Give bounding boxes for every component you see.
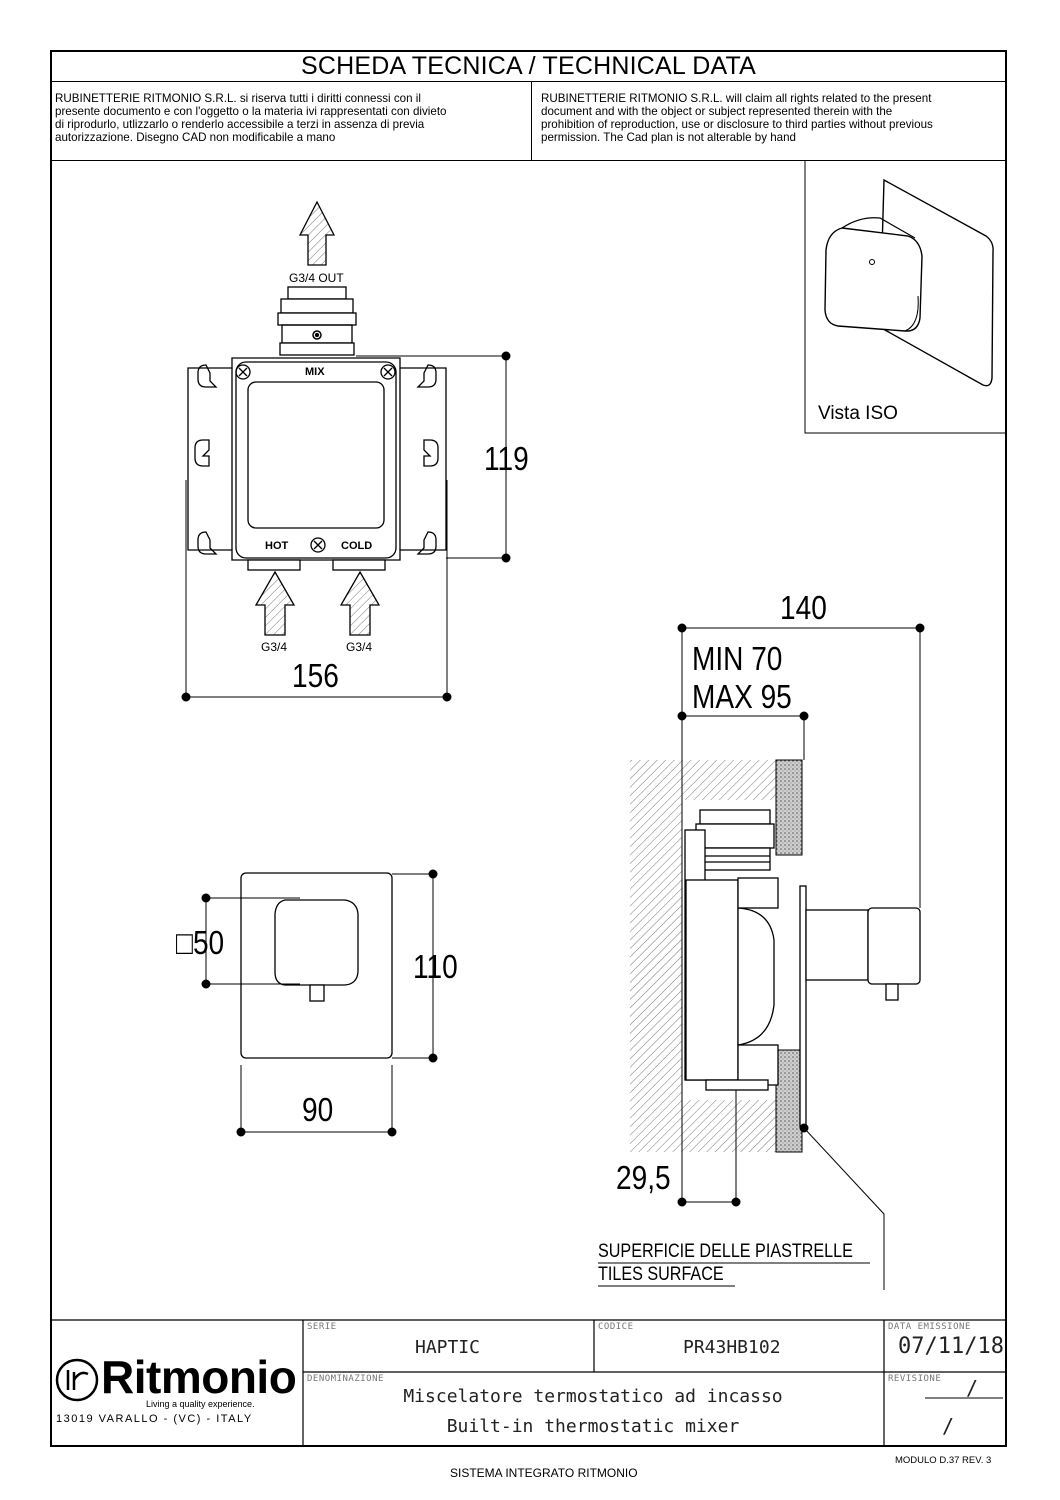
max-depth-label: MAX 95 <box>692 678 792 715</box>
codice-value: PR43HB102 <box>683 1337 781 1358</box>
section-dimensions <box>598 623 925 1290</box>
modulo-label: MODULO D.37 REV. 3 <box>895 1455 992 1466</box>
codice-label: CODICE <box>598 1322 634 1332</box>
legal-en-line: permission. The Cad plan is not alterabl… <box>541 131 797 144</box>
front-dimensions <box>181 351 511 702</box>
handle-dimension-50: □50 <box>176 924 225 961</box>
plate-height-dimension: 110 <box>413 948 458 985</box>
serie-value: HAPTIC <box>415 1337 481 1358</box>
legal-divider <box>531 81 532 160</box>
height-dimension-119: 119 <box>484 440 529 477</box>
min-depth-label: MIN 70 <box>692 640 783 677</box>
inlet-cold-label: G3/4 <box>346 640 373 654</box>
inlet-hot-label: G3/4 <box>261 640 288 654</box>
header-divider <box>50 160 1007 161</box>
screw-icon <box>235 364 396 553</box>
description-it: Miscelatore termostatico ad incasso <box>403 1386 783 1407</box>
title-block-grid <box>50 1319 1007 1447</box>
brand-tagline: Living a quality experience. <box>146 1399 255 1409</box>
data-emissione-value: 07/11/18 <box>898 1334 1004 1359</box>
revisione-label: REVISIONE <box>888 1374 942 1384</box>
denominazione-label: DENOMINAZIONE <box>307 1374 384 1384</box>
depth-dimension-140: 140 <box>780 589 827 626</box>
data-emissione-label: DATA EMISSIONE <box>888 1322 971 1332</box>
serie-label: SERIE <box>307 1322 337 1332</box>
title-divider <box>50 81 1007 82</box>
offset-dimension: 29,5 <box>616 1159 671 1196</box>
drawing-frame <box>50 50 1007 1447</box>
description-en: Built-in thermostatic mixer <box>446 1416 740 1437</box>
legal-notice-en: RUBINETTERIE RITMONIO S.R.L. will claim … <box>541 92 933 144</box>
sheet-title: SCHEDA TECNICA / TECHNICAL DATA <box>301 52 756 80</box>
company-address: 13019 VARALLO - (VC) - ITALY <box>56 1413 253 1425</box>
legal-it-line: presente documento e con l'oggetto o la … <box>55 105 447 118</box>
mix-label: MIX <box>305 366 325 378</box>
hot-label: HOT <box>265 540 289 552</box>
ritmonio-logo-icon <box>55 1358 99 1402</box>
legal-en-line: prohibition of reproduction, use or disc… <box>541 118 933 131</box>
legal-en-line: RUBINETTERIE RITMONIO S.R.L. will claim … <box>541 92 932 105</box>
brand-logo-text: Ritmonio <box>101 1351 297 1403</box>
front-view <box>187 200 447 636</box>
legal-en-line: document and with the object or subject … <box>541 105 893 118</box>
iso-view <box>804 160 1007 434</box>
width-dimension-156: 156 <box>292 657 339 694</box>
legal-notice-it: RUBINETTERIE RITMONIO S.R.L. si riserva … <box>55 92 446 144</box>
outlet-label: G3/4 OUT <box>289 271 344 285</box>
revisione-value: / <box>966 1376 979 1400</box>
sistema-label: SISTEMA INTEGRATO RITMONIO <box>450 1466 638 1480</box>
legal-it-line: autorizzazione. Disegno CAD non modifica… <box>55 131 336 144</box>
plate-width-dimension: 90 <box>302 1091 334 1128</box>
section-view <box>630 759 921 1153</box>
plate-view <box>240 872 393 1059</box>
cold-label: COLD <box>341 540 373 552</box>
legal-it-line: di riprodurlo, utlizzarlo o renderlo acc… <box>55 118 425 131</box>
legal-it-line: RUBINETTERIE RITMONIO S.R.L. si riserva … <box>55 92 421 105</box>
plate-dimensions <box>201 869 438 1137</box>
iso-view-label: Vista ISO <box>818 403 898 424</box>
tiles-surface-label-it: SUPERFICIE DELLE PIASTRELLE <box>598 1241 853 1262</box>
revisione-value-2: / <box>942 1414 955 1438</box>
tiles-surface-label-en: TILES SURFACE <box>598 1264 724 1285</box>
